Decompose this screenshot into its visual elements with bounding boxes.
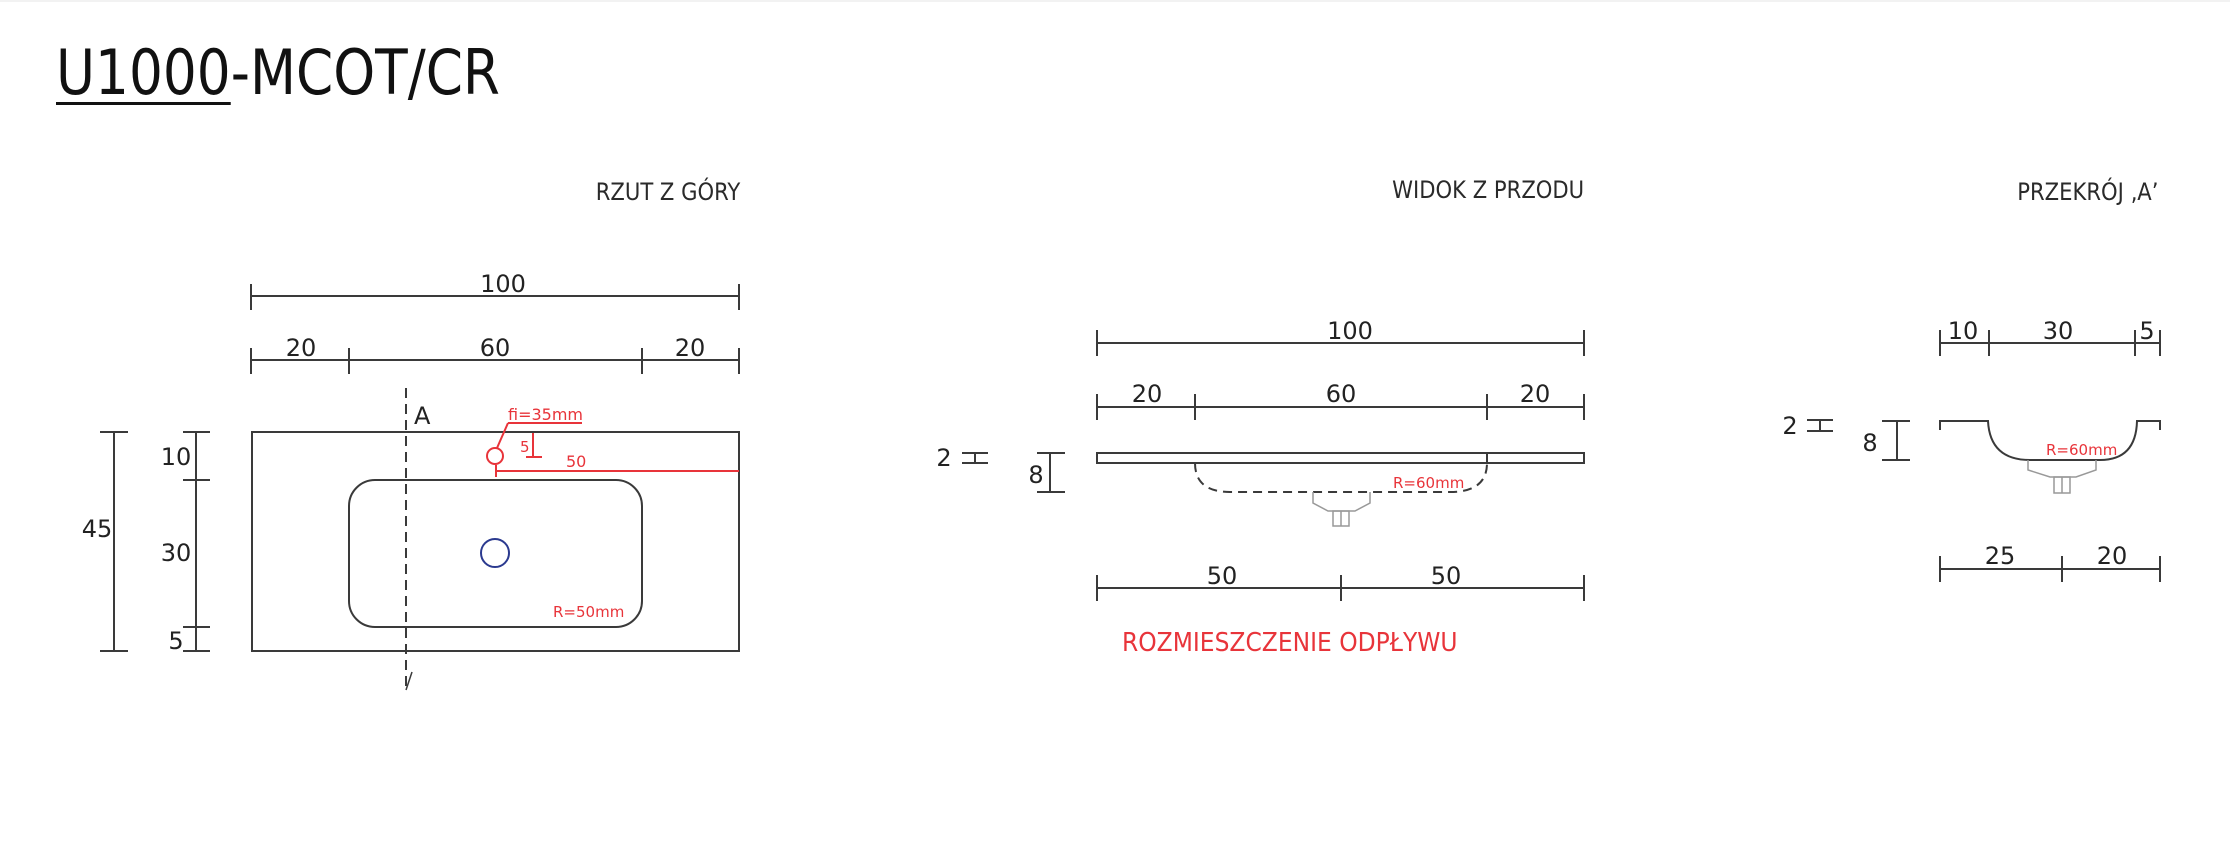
top-width-total-label: 100 [480,270,526,298]
countertop-outline [251,431,740,652]
section-view-labels: 10 30 5 2 8 R=60mm 25 20 [1782,317,2154,570]
front-width-total-label: 100 [1327,317,1373,345]
tap-hole-circle [486,447,504,465]
section-thickness-label: 2 [1782,412,1797,440]
section-thickness-dim [1807,419,1833,432]
basin-outline [348,479,643,628]
product-code-underlined: U1000 [56,36,231,109]
top-border [0,0,2230,2]
front-width-total-dim [1096,330,1585,356]
front-width-seg-3-label: 20 [1520,380,1551,408]
basin-radius-label: R=50mm [553,603,624,621]
top-depth-total-label: 45 [82,515,113,543]
section-top-dim [1939,330,2161,356]
section-bottom-seg-2-label: 20 [2097,542,2128,570]
drain-placement-caption: ROZMIESZCZENIE ODPŁYWU [1122,628,1458,658]
section-view [1807,330,2161,582]
front-thickness-label: 2 [936,444,951,472]
top-view [100,284,740,691]
section-top-seg-1-label: 10 [1948,317,1979,345]
front-drain-seg-2-label: 50 [1431,562,1462,590]
top-width-segments-dim [250,348,740,374]
product-code-title: U1000-MCOT/CR [56,36,500,109]
top-depth-seg-3-label: 5 [168,627,183,655]
front-basin-hidden-outline [1194,462,1488,493]
top-width-total-dim [250,284,740,310]
section-top-seg-2-label: 30 [2043,317,2074,345]
section-radius-label: R=60mm [2046,441,2117,459]
top-depth-total-dim [100,431,128,652]
front-thickness-dim [962,452,988,464]
section-profile [1939,420,2161,461]
front-basin-depth-dim [1037,452,1065,493]
front-view-title: WIDOK Z PRZODU [1392,176,1584,204]
section-depth-label: 8 [1862,429,1877,457]
section-arrow [405,671,413,691]
front-drain-dim [1096,575,1585,601]
section-view-title: PRZEKRÓJ ‚A’ [2016,178,2158,206]
front-width-segments-dim [1096,394,1585,420]
tap-hole-offset-top-label: 5 [520,438,530,456]
front-drain-fitting [1312,492,1371,527]
top-depth-segments-dim [183,431,210,652]
front-width-seg-1-label: 20 [1132,380,1163,408]
product-code-suffix: -MCOT/CR [230,36,500,109]
section-depth-dim [1882,420,1910,461]
top-width-seg-3-label: 20 [675,334,706,362]
drain-circle [480,538,510,568]
section-bottom-seg-1-label: 25 [1985,542,2016,570]
front-slab [1096,452,1585,464]
top-view-title: RZUT Z GÓRY [595,178,740,206]
front-radius-label: R=60mm [1393,474,1464,492]
front-view-labels: 100 20 60 20 2 8 R=60mm 50 50 [936,317,1550,590]
section-bottom-dim [1939,556,2161,582]
tap-hole-annotation [486,422,739,477]
top-width-seg-2-label: 60 [480,334,511,362]
front-width-seg-2-label: 60 [1326,380,1357,408]
section-top-seg-3-label: 5 [2139,317,2154,345]
top-width-seg-1-label: 20 [286,334,317,362]
section-marker-label: A [414,402,431,430]
top-depth-seg-1-label: 10 [161,443,192,471]
front-drain-seg-1-label: 50 [1207,562,1238,590]
top-depth-seg-2-label: 30 [161,539,192,567]
tap-hole-offset-side-label: 50 [566,452,586,471]
section-drain-fitting [2027,460,2097,494]
top-view-labels: 100 20 60 20 45 10 30 5 A fi=35mm 5 50 R… [82,270,706,655]
front-basin-depth-label: 8 [1028,461,1043,489]
front-view [962,330,1585,601]
tap-hole-label: fi=35mm [508,405,583,424]
